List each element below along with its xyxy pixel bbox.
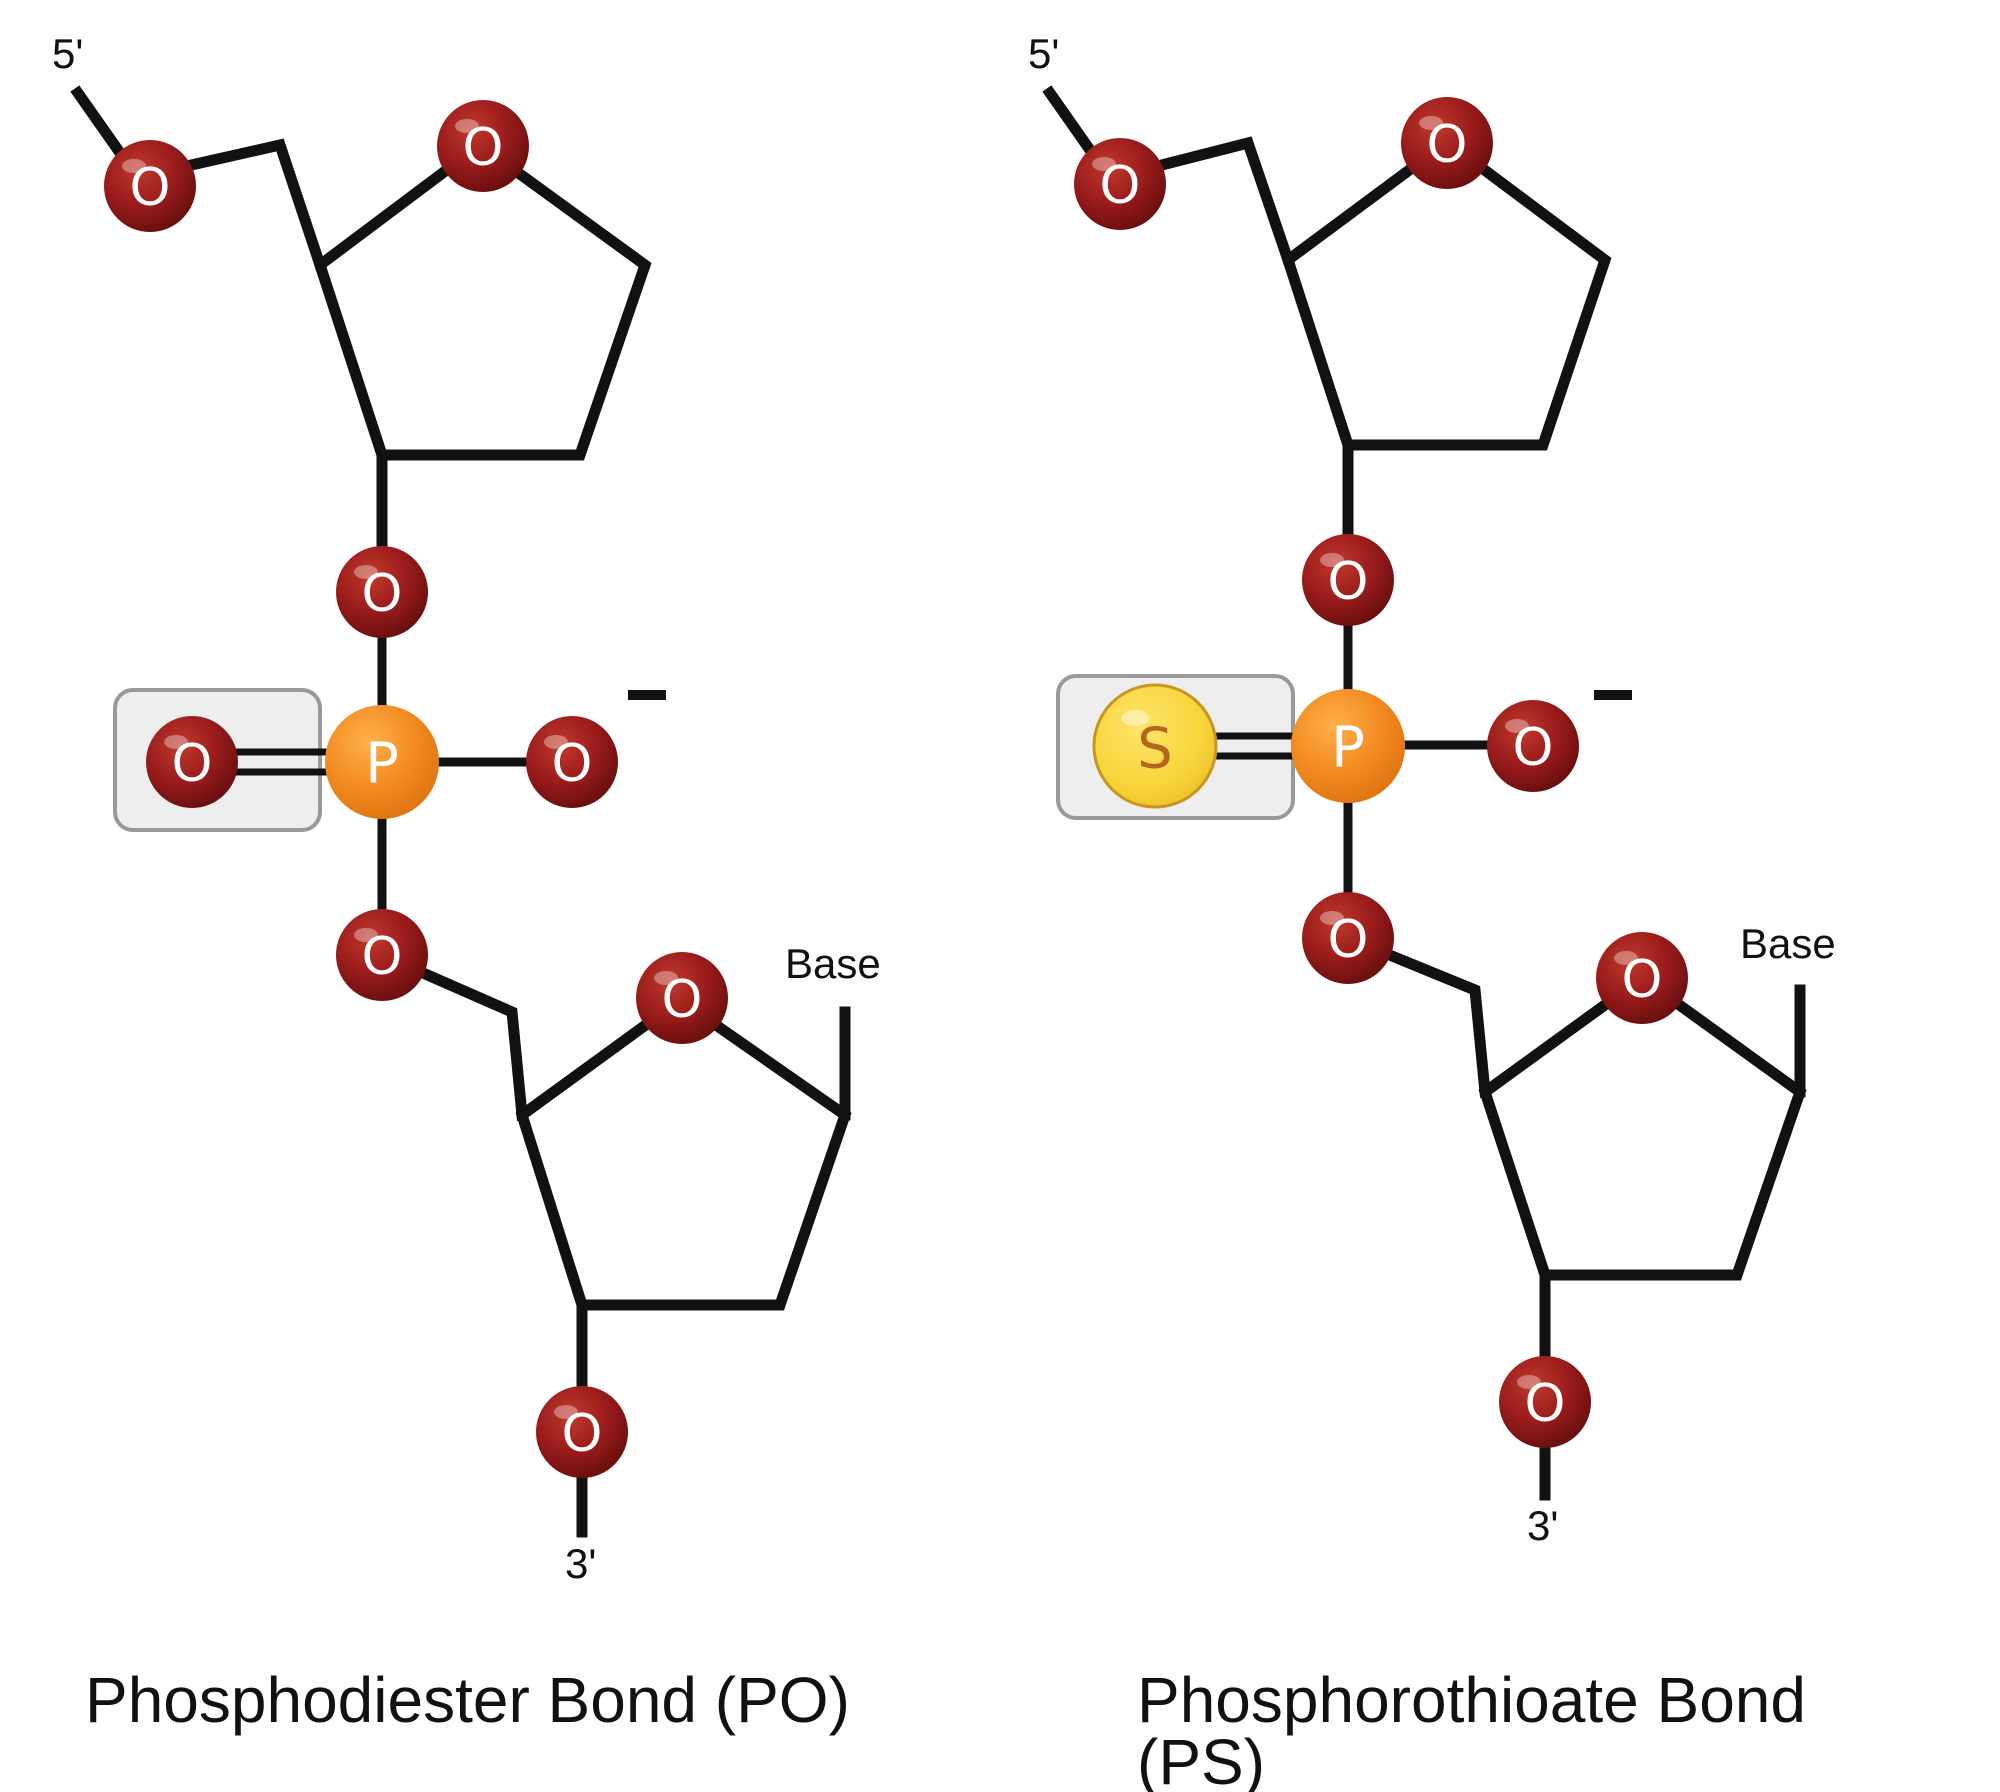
svg-text:O: O <box>1328 552 1369 612</box>
svg-text:S: S <box>1137 717 1173 782</box>
five-prime-label-ps: 5' <box>1028 30 1059 77</box>
phosphorus-atom: P <box>325 705 439 819</box>
lower-c5-methylene-bond <box>374 947 529 1122</box>
oxygen-atom-5prime-link-ps: O <box>1302 892 1394 984</box>
c5-methylene-bond <box>171 138 327 272</box>
oxygen-atom-negative-ps: O <box>1487 700 1579 792</box>
svg-text:O: O <box>552 734 593 794</box>
svg-text:O: O <box>362 927 403 987</box>
oxygen-atom-ring-upper: O <box>437 100 529 192</box>
negative-charge-sign-ps <box>1594 690 1632 700</box>
svg-text:O: O <box>1525 1374 1566 1434</box>
three-prime-label: 3' <box>565 1540 596 1587</box>
oxygen-atom-ring-lower: O <box>636 952 728 1044</box>
base-label-ps: Base <box>1740 920 1836 967</box>
base-label: Base <box>785 940 881 987</box>
five-prime-bond <box>70 85 126 158</box>
svg-text:O: O <box>1427 115 1468 175</box>
svg-text:O: O <box>463 118 504 178</box>
phosphorothioate-caption-line2: (PS) <box>1137 1726 1265 1792</box>
phosphodiester-molecule: O O O O P O O <box>52 30 881 1736</box>
svg-text:O: O <box>172 734 213 794</box>
oxygen-atom-ring-lower-ps: O <box>1596 932 1688 1024</box>
phosphorus-atom-ps: P <box>1291 689 1405 803</box>
oxygen-atom-3prime-link-ps: O <box>1302 534 1394 626</box>
svg-text:P: P <box>1331 716 1365 781</box>
five-prime-bond-ps <box>1042 85 1098 158</box>
oxygen-atom-3prime-link: O <box>336 546 428 638</box>
svg-text:O: O <box>130 158 171 218</box>
sulfur-atom: S <box>1092 683 1218 809</box>
phosphorothioate-caption-line1: Phosphorothioate Bond <box>1137 1664 1806 1736</box>
svg-text:O: O <box>662 970 703 1030</box>
svg-text:O: O <box>1622 950 1663 1010</box>
svg-text:O: O <box>1100 156 1141 216</box>
svg-text:O: O <box>1328 910 1369 970</box>
oxygen-atom-5prime-ps: O <box>1074 138 1166 230</box>
oxygen-atom-negative: O <box>526 716 618 808</box>
svg-text:O: O <box>1513 718 1554 778</box>
phosphodiester-caption: Phosphodiester Bond (PO) <box>85 1664 850 1736</box>
svg-text:O: O <box>562 1404 603 1464</box>
five-prime-label: 5' <box>52 30 83 77</box>
svg-text:P: P <box>365 732 399 797</box>
three-prime-label-ps: 3' <box>1527 1502 1558 1549</box>
svg-text:O: O <box>362 564 403 624</box>
oxygen-atom-ring-upper-ps: O <box>1401 97 1493 189</box>
oxygen-atom-5prime: O <box>104 140 196 232</box>
oxygen-atom-3prime-ps: O <box>1499 1356 1591 1448</box>
oxygen-atom-5prime-link: O <box>336 909 428 1001</box>
c5-methylene-bond-ps <box>1143 136 1295 267</box>
phosphorothioate-molecule: O O O S P O O <box>1028 30 1836 1792</box>
oxygen-atom-3prime: O <box>536 1386 628 1478</box>
oxygen-atom-double-bonded: O <box>146 716 238 808</box>
lower-sugar-ring <box>515 993 852 1311</box>
negative-charge-sign <box>628 690 666 700</box>
